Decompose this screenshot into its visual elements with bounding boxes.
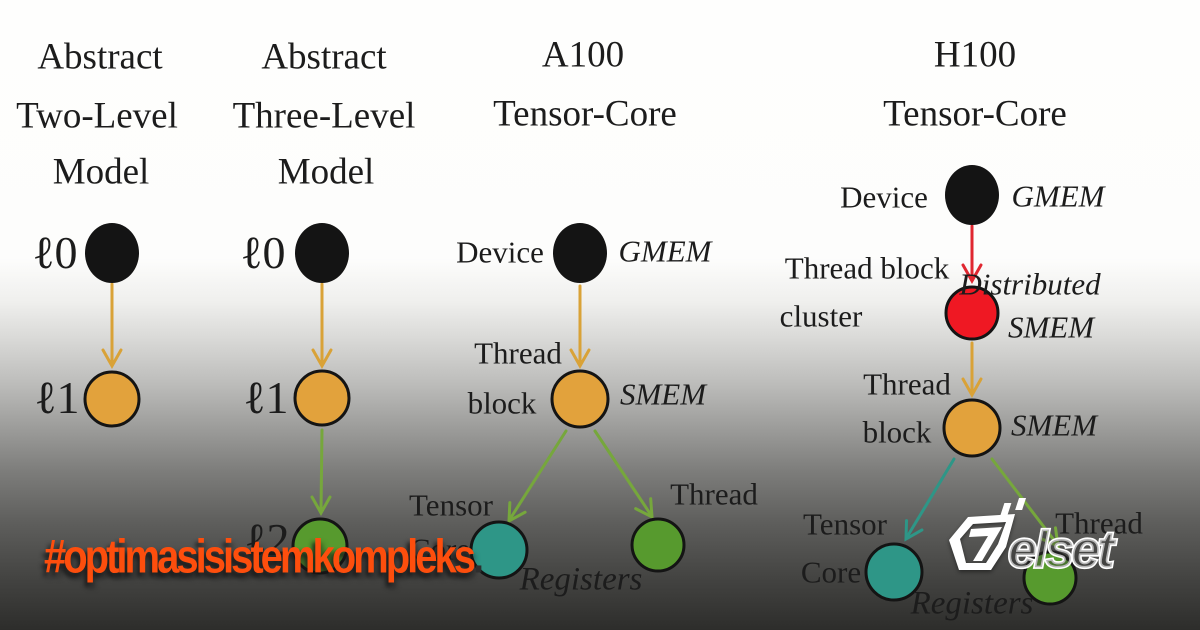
a100-title-line2: Tensor-Core (493, 93, 677, 135)
telset-t-icon (949, 498, 1027, 570)
arrow-l0-l1-two-level (101, 282, 123, 370)
telset-wordmark: elset (1008, 521, 1117, 579)
device-node-h100 (945, 165, 999, 225)
h100-smem-label: SMEM (1010, 407, 1098, 443)
threadblock-node-a100 (550, 369, 610, 429)
thread-node-h100 (1022, 550, 1078, 606)
h100-core-label: Core (800, 554, 862, 590)
h100-block-label: block (862, 414, 932, 450)
l1-label-two-level: ℓ1 (34, 372, 80, 423)
l1-node-three-level (293, 369, 351, 427)
arrow-device-cluster-h100 (961, 224, 983, 285)
cluster-node-h100 (944, 285, 1000, 341)
h100-device-label: Device (840, 179, 928, 215)
l1-node-two-level (83, 370, 141, 428)
a100-thread2-label: Thread (670, 476, 758, 512)
l0-node-three-level (295, 223, 349, 283)
hashtag-text: #optimasisistemkompleks (44, 531, 476, 583)
h100-registers-label: Registers (910, 585, 1034, 622)
arrow-threadblock-tensorcore-a100 (507, 429, 568, 524)
arrow-cluster-threadblock-h100 (961, 341, 983, 399)
threadblock-node-h100 (942, 398, 1002, 458)
h100-thread-label: Thread (863, 366, 951, 402)
h100-title-line2: Tensor-Core (883, 93, 1067, 135)
device-node-a100 (553, 223, 607, 283)
a100-block-label: block (467, 385, 537, 421)
a100-device-label: Device (456, 234, 544, 270)
h100-distributed-smem-label: SMEM (1007, 309, 1095, 345)
a100-gmem-label: GMEM (618, 233, 712, 269)
a100-tensor-label: Tensor (409, 487, 493, 523)
arrow-threadblock-thread-a100 (593, 429, 654, 520)
three-level-title-line3: Model (277, 151, 375, 193)
a100-core-label: Core (409, 531, 471, 567)
telset-logo: elset (949, 498, 1122, 581)
l0-label-three-level: ℓ0 (240, 227, 286, 278)
arrow-device-threadblock-a100 (569, 284, 591, 370)
two-level-title-line1: Abstract (37, 36, 163, 78)
arrow-l0-l1-three-level (311, 282, 333, 370)
thread-node-a100 (630, 517, 686, 573)
h100-gmem-label: GMEM (1011, 178, 1105, 214)
two-level-title-line3: Model (52, 151, 150, 193)
h100-distributed-label: Distributed (959, 266, 1101, 302)
l2-node-three-level (291, 517, 349, 575)
two-level-title-line2: Two-Level (16, 95, 178, 137)
three-level-title-line1: Abstract (261, 36, 387, 78)
tensorcore-node-a100 (469, 520, 529, 580)
h100-title-line1: H100 (933, 34, 1017, 76)
arrow-l1-l2-three-level (310, 428, 332, 517)
h100-tensor-label: Tensor (803, 506, 887, 542)
l0-node-two-level (85, 223, 139, 283)
h100-thread2-label: Thread (1055, 505, 1143, 541)
h100-threadblock-label: Thread block (784, 250, 950, 286)
a100-thread-label: Thread (474, 335, 562, 371)
arrow-threadblock-tensorcore-h100 (904, 457, 956, 542)
a100-registers-label: Registers (519, 561, 643, 598)
a100-smem-label: SMEM (619, 376, 707, 412)
tensorcore-node-h100 (864, 542, 924, 602)
l1-label-three-level: ℓ1 (243, 372, 289, 423)
h100-cluster-label: cluster (779, 298, 863, 334)
three-level-title-line2: Three-Level (232, 95, 416, 137)
a100-title-line1: A100 (541, 34, 625, 76)
hashtag-period: . (473, 531, 484, 583)
hashtag-watermark: #optimasisistemkompleks. (44, 531, 484, 584)
l2-label-three-level: ℓ2 (244, 514, 290, 565)
l0-label-two-level: ℓ0 (32, 227, 78, 278)
